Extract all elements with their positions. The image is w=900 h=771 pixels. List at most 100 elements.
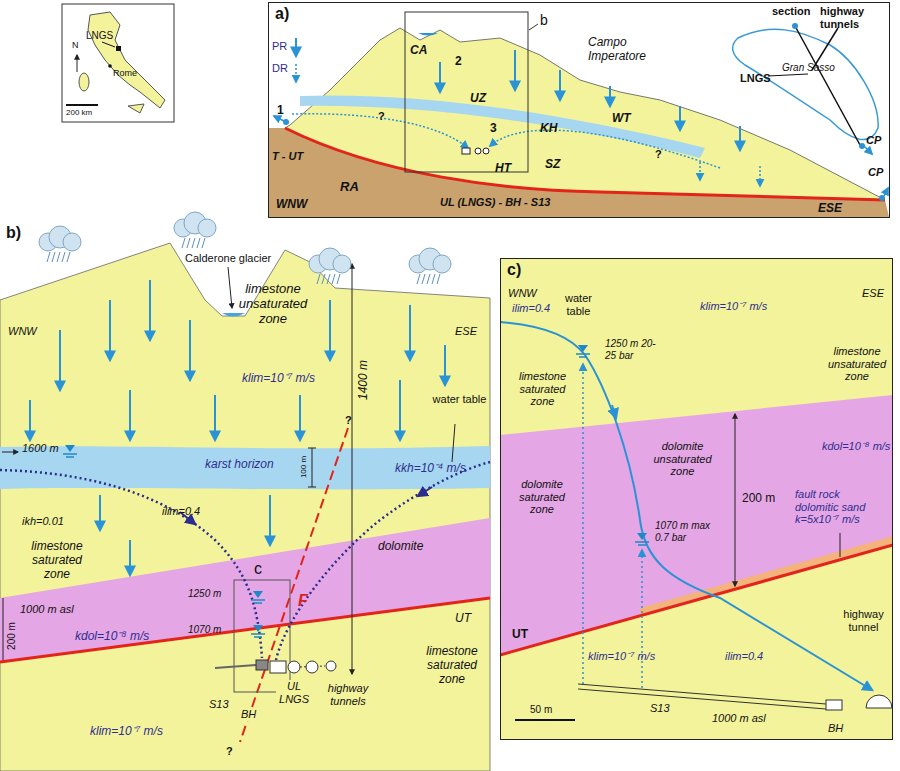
panel: a) xyxy=(268,2,890,218)
label: ESE xyxy=(455,325,477,338)
label: DR xyxy=(272,62,288,75)
infiltration-arrow xyxy=(444,345,446,385)
label: ESE xyxy=(818,202,842,216)
label: 200 m xyxy=(6,622,18,650)
infiltration-arrow xyxy=(295,38,297,56)
panel-letter: a) xyxy=(269,3,295,25)
infiltration-arrow xyxy=(329,300,331,360)
infiltration-arrow xyxy=(679,106,681,130)
label: limestone saturated zone xyxy=(418,645,486,686)
infiltration-arrow xyxy=(129,390,131,440)
label: ESE xyxy=(862,287,884,300)
water-table-symbol xyxy=(63,445,77,457)
infiltration-arrow xyxy=(129,540,131,575)
label: BH xyxy=(240,708,257,721)
label: UL LNGS xyxy=(276,680,312,705)
panel-letter: c) xyxy=(501,259,527,281)
label: water table xyxy=(432,393,487,406)
label: S13 xyxy=(650,702,670,715)
label: BH xyxy=(828,722,843,735)
label: 1250 m 20-25 bar xyxy=(605,338,660,361)
label: ilim=0.4 xyxy=(162,505,200,518)
label: LNGS xyxy=(86,30,113,42)
infiltration-arrow xyxy=(29,400,31,440)
infiltration-arrow xyxy=(409,305,411,360)
water-table-symbol xyxy=(635,533,649,545)
flow-arrows xyxy=(30,38,760,637)
infiltration-arrow xyxy=(59,330,61,390)
label: 1400 m xyxy=(357,360,371,400)
label: limestone unsaturated zone xyxy=(826,345,888,383)
label: 200 km xyxy=(66,108,92,117)
label: ? xyxy=(655,148,662,161)
label: 1 xyxy=(277,104,284,118)
label: N xyxy=(72,40,79,50)
label: UT xyxy=(455,612,471,626)
label: T - UT xyxy=(272,150,303,163)
label: limestone unsaturated zone xyxy=(228,282,318,327)
label: water table xyxy=(556,292,601,317)
label: ilim=0.4 xyxy=(725,650,763,663)
label: 1070 m max 0.7 bar xyxy=(655,520,713,543)
panel-letter: b) xyxy=(0,222,27,244)
label: SZ xyxy=(545,158,560,172)
label: WNW xyxy=(8,325,37,338)
label: section xyxy=(772,5,811,18)
label: CP xyxy=(866,134,881,147)
water-table-symbol xyxy=(251,591,265,603)
infiltration-arrow xyxy=(514,50,516,90)
water-table-symbol xyxy=(251,625,265,637)
rain-cloud xyxy=(39,226,81,262)
label: Gran Sasso xyxy=(782,62,835,74)
label: kkh=10⁻⁴ m/s xyxy=(395,462,466,476)
label: karst horizon xyxy=(205,458,274,472)
diffuse-recharge-arrow xyxy=(759,166,761,186)
infiltration-arrow xyxy=(299,395,301,440)
rain-cloud xyxy=(309,248,351,284)
label: WNW xyxy=(508,287,537,300)
label: c xyxy=(254,560,262,578)
label: 2 xyxy=(455,55,462,69)
label: klim=10⁻⁷ m/s xyxy=(700,300,767,313)
label: HT xyxy=(495,162,511,176)
label: 1070 m xyxy=(188,624,221,636)
infiltration-arrow xyxy=(439,62,441,92)
label: RA xyxy=(340,180,359,195)
label: Rome xyxy=(113,68,137,78)
cross-section-c xyxy=(500,258,893,740)
rain-cloud xyxy=(174,212,216,248)
cross-section-a xyxy=(269,12,889,217)
diffuse-recharge-arrow xyxy=(699,162,701,180)
label: 1600 m xyxy=(22,442,59,455)
label: UZ xyxy=(470,92,486,106)
label: ikh=0.01 xyxy=(22,515,64,528)
label: b xyxy=(540,12,548,28)
label: LNGS xyxy=(740,72,771,85)
diffuse-recharge-arrow xyxy=(295,64,297,82)
infiltration-arrow xyxy=(149,280,151,340)
label: 3 xyxy=(490,122,497,136)
water-table-symbol xyxy=(576,345,590,357)
infiltration-arrow xyxy=(399,380,401,440)
infiltration-arrow xyxy=(609,86,611,106)
label: ? xyxy=(378,110,385,123)
infiltration-arrow xyxy=(559,70,561,100)
infiltration-arrow xyxy=(189,320,191,380)
rain-cloud xyxy=(409,248,451,284)
label: ? xyxy=(345,414,352,427)
label: dolomite saturated zone xyxy=(512,478,572,516)
label: dolomite xyxy=(378,540,423,554)
label: ilim=0.4 xyxy=(512,302,550,315)
label: dolomite unsaturated zone xyxy=(650,440,715,478)
label: klim=10⁻⁷ m/s xyxy=(90,725,163,739)
label: highway tunnels xyxy=(820,5,875,30)
label: CP xyxy=(868,166,883,179)
label: WNW xyxy=(276,198,307,212)
label: kdol=10⁻⁸ m/s xyxy=(822,440,890,453)
infiltration-arrow xyxy=(739,126,741,150)
label: KH xyxy=(540,122,557,136)
label: fault rock dolomitic sand k=5x10⁻⁷ m/s xyxy=(795,488,885,526)
label: klim=10⁻⁷ m/s xyxy=(242,372,315,386)
infiltration-arrow xyxy=(99,495,101,530)
infiltration-arrow xyxy=(269,495,271,545)
